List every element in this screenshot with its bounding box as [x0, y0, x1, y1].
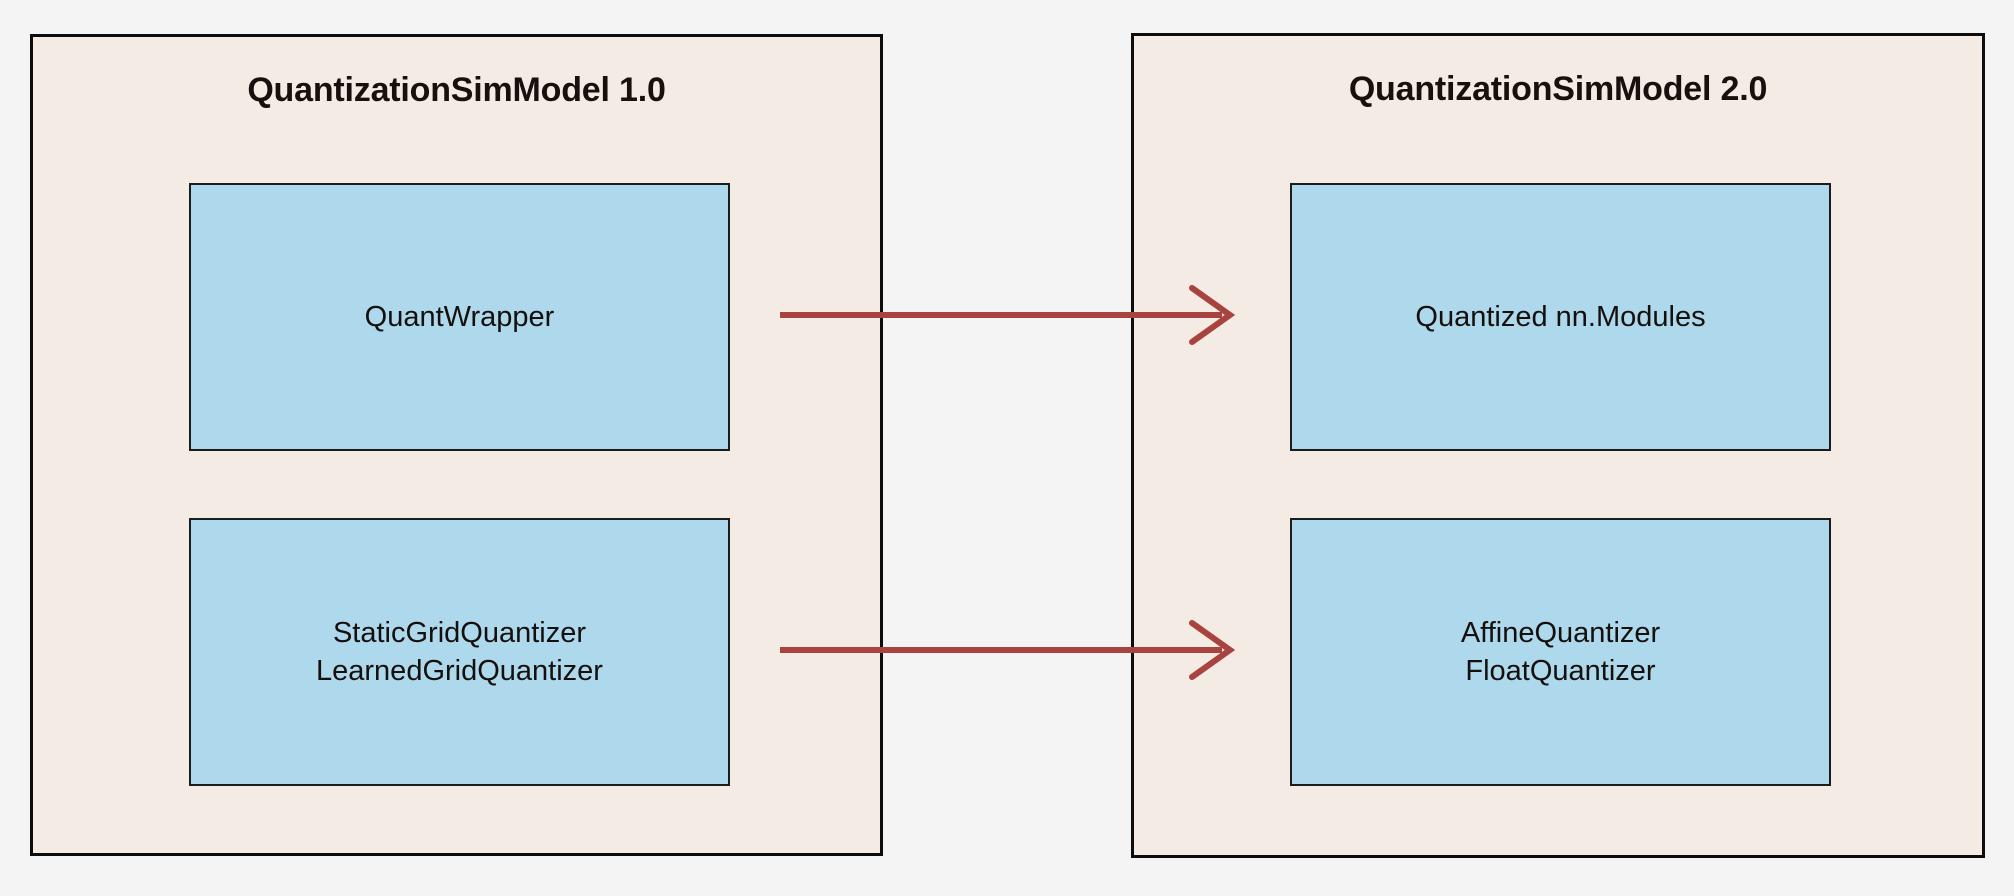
- block-affine-float-quantizers: AffineQuantizer FloatQuantizer: [1290, 518, 1831, 786]
- block-quantized-nn-modules: Quantized nn.Modules: [1290, 183, 1831, 451]
- panel-quantsim-2: QuantizationSimModel 2.0 Quantized nn.Mo…: [1131, 33, 1985, 858]
- block-grid-quantizers: StaticGridQuantizer LearnedGridQuantizer: [189, 518, 730, 786]
- block-quant-wrapper: QuantWrapper: [189, 183, 730, 451]
- panel-quantsim-1: QuantizationSimModel 1.0 QuantWrapper St…: [30, 34, 883, 856]
- panel-title-quantsim-1: QuantizationSimModel 1.0: [247, 71, 666, 109]
- panel-title-quantsim-2: QuantizationSimModel 2.0: [1348, 70, 1768, 108]
